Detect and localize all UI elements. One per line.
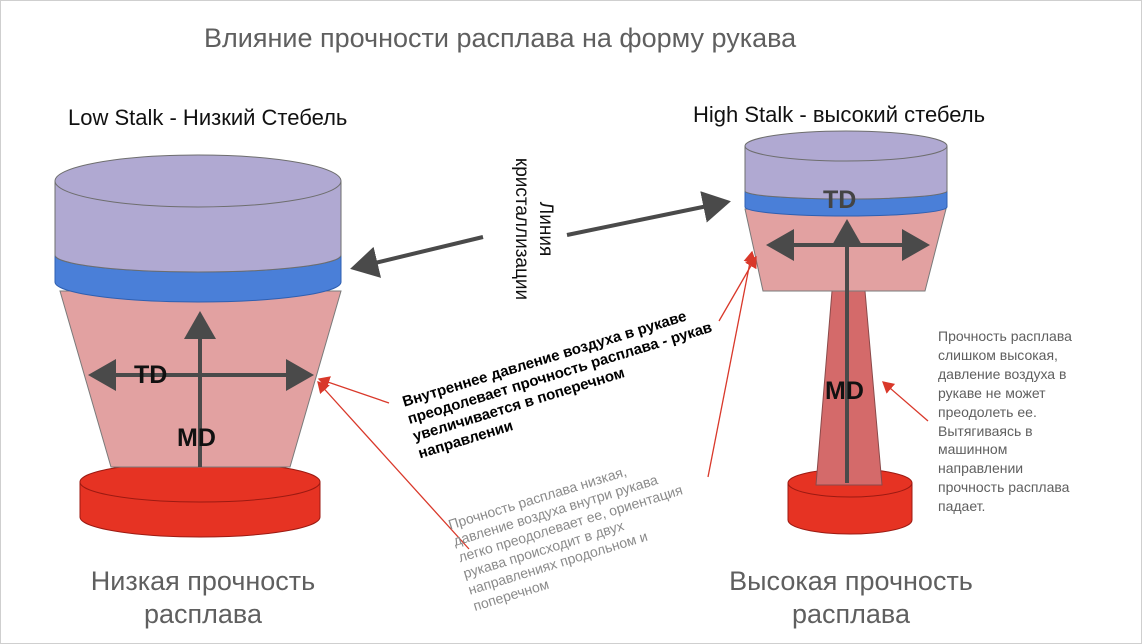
left-bubble xyxy=(54,154,342,538)
left-caption: Низкая прочность расплава xyxy=(90,566,316,629)
page-title: Влияние прочности расплава на форму рука… xyxy=(204,23,797,53)
right-md-label: MD xyxy=(825,377,864,405)
crystallization-line-label: Линия кристаллизации xyxy=(511,157,556,301)
right-film-cylinder xyxy=(744,130,948,200)
pointer-bottom-to-left-td xyxy=(317,381,470,550)
crystallization-arrow-left xyxy=(350,235,484,278)
pointer-center-to-left-td xyxy=(317,376,390,404)
left-td-label: TD xyxy=(134,361,168,389)
crystallization-arrow-right xyxy=(566,191,731,237)
right-heading: High Stalk - высокий стебель xyxy=(693,102,986,127)
pointer-center-to-right-melt xyxy=(718,255,757,322)
left-md-label: MD xyxy=(177,424,216,452)
left-die xyxy=(79,461,321,538)
pointer-note-to-right-stalk xyxy=(882,381,929,422)
right-td-label: TD xyxy=(823,186,857,214)
left-film-cylinder xyxy=(54,154,342,273)
right-note: Прочность расплава слишком высокая, давл… xyxy=(938,328,1072,515)
left-heading: Low Stalk - Низкий Стебель xyxy=(68,105,348,130)
pointer-bottom-to-right-melt xyxy=(707,250,757,478)
right-bubble xyxy=(744,130,948,535)
right-caption: Высокая прочность расплава xyxy=(729,566,973,629)
